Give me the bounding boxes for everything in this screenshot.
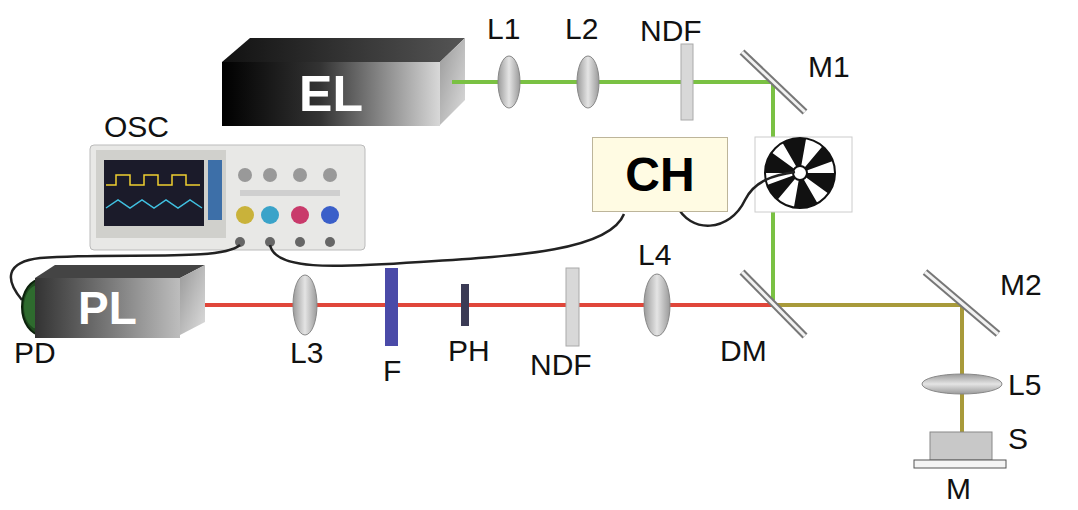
part-label: F [383, 356, 401, 386]
part-label: M1 [808, 52, 850, 82]
part-label: NDF [640, 16, 702, 46]
part-label: S [1008, 424, 1028, 454]
cable [270, 214, 624, 266]
laser-box: EL [222, 62, 440, 126]
nd-filter [566, 268, 579, 346]
part-label: L1 [487, 14, 520, 44]
part-label: OSC [104, 112, 169, 142]
laser-top [222, 38, 465, 62]
node-label: EL [299, 65, 363, 123]
mirror [925, 272, 998, 334]
part-label: PD [14, 338, 56, 368]
node-label: PL [78, 281, 137, 335]
chopper-wheel [765, 138, 835, 208]
part-label: L2 [565, 14, 598, 44]
laser-side [180, 265, 205, 335]
pinhole [461, 284, 469, 326]
part-label: PH [448, 336, 490, 366]
part-label: DM [720, 336, 767, 366]
mirror [925, 272, 998, 334]
part-label: L5 [1008, 370, 1041, 400]
lens [577, 56, 599, 108]
sample [930, 432, 992, 460]
lens [498, 56, 520, 108]
red-beam [205, 303, 773, 307]
filter [385, 268, 398, 346]
part-label: L4 [638, 240, 671, 270]
dichroic-mirror [742, 272, 805, 336]
chopper-frame [755, 137, 852, 212]
olive-beam [773, 305, 962, 440]
node-label: CH [625, 147, 694, 202]
mirror [742, 52, 805, 112]
nd-filter [681, 44, 693, 120]
lens [922, 374, 1002, 394]
lens [644, 274, 670, 336]
part-label: L3 [290, 338, 323, 368]
lens [293, 275, 317, 335]
oscilloscope [90, 145, 365, 250]
green-beam [452, 82, 773, 300]
part-label: M2 [1000, 270, 1042, 300]
mount [914, 460, 1006, 468]
laser-box: PL [35, 278, 180, 338]
laser-top [35, 265, 205, 278]
dichroic-mirror [742, 272, 805, 336]
chopper-controller: CH [592, 137, 728, 212]
mirror [742, 52, 805, 112]
part-label: M [946, 474, 971, 504]
part-label: NDF [530, 350, 592, 380]
